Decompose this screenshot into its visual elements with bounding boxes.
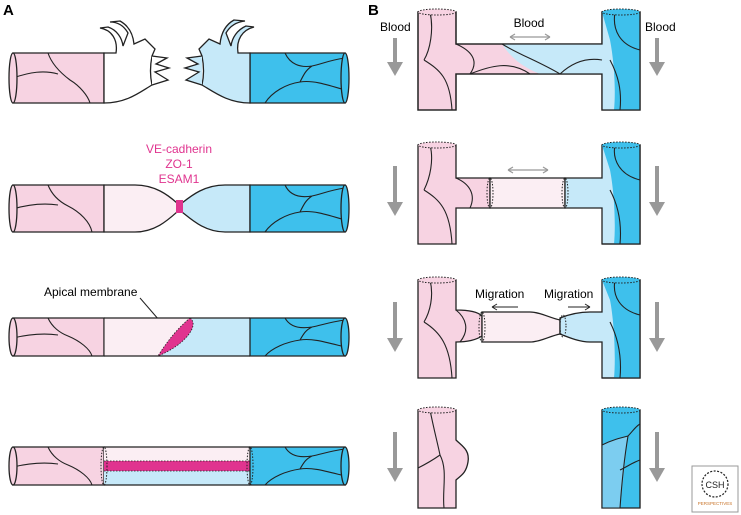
junction-protein-2: ZO-1 (165, 157, 193, 171)
apical-membrane-disc (157, 317, 194, 357)
connecting-cell (489, 177, 566, 209)
right-vessel-top (601, 141, 641, 149)
right-tip-cell (181, 184, 251, 233)
blood-center-label: Blood (514, 16, 545, 30)
left-vessel-segment (12, 446, 105, 486)
migrating-cell (481, 311, 561, 343)
left-tip-cell (99, 20, 156, 104)
logo-sub-text: PERSPECTIVES (698, 501, 733, 506)
csh-perspectives-logo: CSH PERSPECTIVES (691, 465, 739, 513)
down-arrow-icon (649, 166, 665, 216)
apical-membrane-label: Apical membrane (44, 285, 138, 299)
panel-a-stage-4 (8, 446, 350, 486)
left-vessel-top (417, 8, 457, 16)
right-vessel-segment (249, 317, 346, 357)
down-arrow-icon (387, 302, 403, 352)
left-vessel-segment (12, 317, 105, 357)
panel-a-label: A (3, 2, 14, 19)
migration-right-label: Migration (544, 287, 593, 301)
left-vessel-segment (12, 52, 105, 104)
junction-contact (176, 200, 183, 213)
cell-borders (601, 423, 641, 509)
right-vessel-end (340, 446, 350, 486)
cell-borders (423, 144, 641, 245)
panel-a-stage-2: VE-cadherin ZO-1 ESAM1 (8, 142, 350, 233)
flow-arrows (387, 38, 665, 482)
down-arrow-icon (649, 302, 665, 352)
left-vessel-end (8, 317, 18, 357)
cell-borders (423, 11, 641, 111)
right-vessel-end (340, 184, 350, 233)
panel-b-label: B (368, 2, 379, 19)
left-vessel-top (417, 406, 457, 414)
left-vessel-end (8, 184, 18, 233)
left-vessel (417, 409, 469, 509)
left-tip-cell (103, 184, 178, 233)
blood-right-label: Blood (645, 20, 676, 34)
panel-b-stage-2 (417, 141, 641, 245)
panel-b-stage-1: Blood Blood Blood (380, 8, 676, 111)
right-cell-borders (264, 317, 346, 357)
logo-main-text: CSH (705, 480, 724, 490)
left-filopodia (151, 55, 172, 86)
left-tip-cell (104, 318, 190, 356)
right-vessel-segment (249, 184, 346, 233)
cell-borders (417, 409, 445, 509)
right-vessel-end (340, 52, 350, 104)
right-vessel-top (601, 406, 641, 414)
right-filopodia (182, 55, 203, 86)
panel-a-stage-3: Apical membrane (8, 285, 350, 357)
down-arrow-icon (387, 38, 403, 76)
junction-protein-1: VE-cadherin (146, 142, 212, 156)
dna-ring-icon (701, 470, 729, 498)
right-vessel-segment (249, 446, 346, 486)
blood-left-label: Blood (380, 20, 411, 34)
right-vessel-top (601, 8, 641, 16)
down-arrow-icon (387, 166, 403, 216)
migration-left-label: Migration (475, 287, 524, 301)
left-vessel-end (8, 446, 18, 486)
lumen-right-opening (246, 446, 254, 486)
right-cell-borders (264, 446, 346, 486)
lumen-left-opening (100, 446, 108, 486)
panel-b-stage-3: Migration Migration (417, 276, 641, 379)
down-arrow-icon (649, 432, 665, 482)
down-arrow-icon (387, 432, 403, 482)
panel-a-stage-1 (8, 19, 350, 104)
left-vessel-end (8, 52, 18, 104)
left-vessel-segment (12, 184, 105, 233)
right-cell-borders (264, 184, 346, 233)
down-arrow-icon (649, 38, 665, 76)
logo-frame (691, 465, 739, 513)
right-cell-borders (264, 52, 346, 104)
junction-protein-3: ESAM1 (159, 172, 200, 186)
right-vessel-end (340, 317, 350, 357)
cell-borders (423, 279, 641, 379)
right-vessel-top (601, 276, 641, 284)
lumen-membrane (104, 461, 250, 471)
right-tip-cell (198, 19, 255, 104)
left-vessel-top (417, 141, 457, 149)
left-vessel (417, 144, 491, 245)
panel-b-stage-4 (417, 406, 641, 509)
left-vessel-top (417, 276, 457, 284)
